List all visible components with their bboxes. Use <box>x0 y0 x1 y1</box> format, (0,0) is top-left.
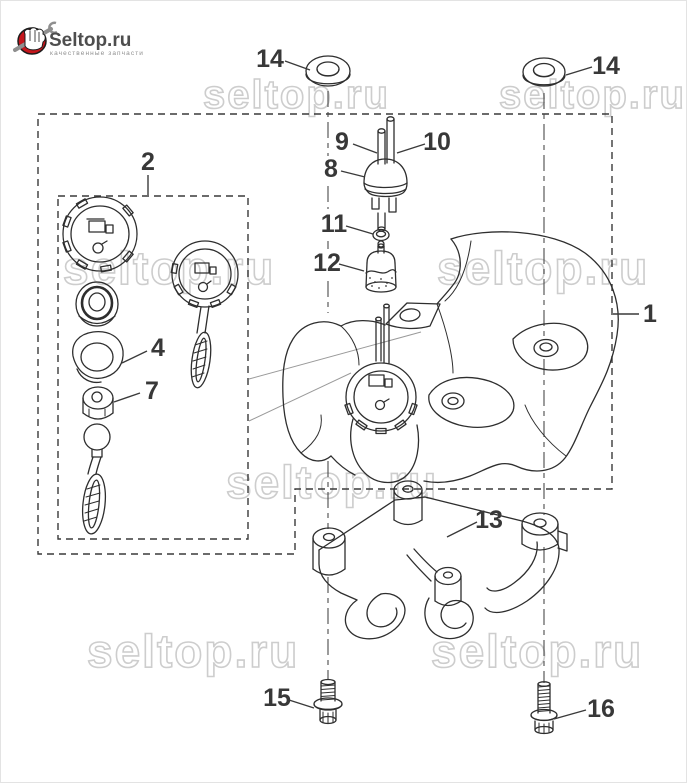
part-washer-left <box>305 55 351 87</box>
callout-label: 16 <box>587 695 615 723</box>
callout-11: 11 <box>321 210 374 238</box>
callout-label: 8 <box>324 155 338 183</box>
part-cap-gasket <box>75 281 119 327</box>
callout-2: 2 <box>141 148 155 195</box>
callout-8: 8 <box>324 155 366 183</box>
part-breather-valve <box>82 386 114 420</box>
part-retainer-clip <box>372 228 390 248</box>
callout-label: 2 <box>141 148 155 176</box>
fist-icon <box>24 27 46 51</box>
callout-13: 13 <box>446 506 503 538</box>
fuel-pump-icon <box>368 374 393 388</box>
callout-label: 14 <box>592 52 620 80</box>
part-fuel-tube-long <box>386 116 395 164</box>
fuel-pump-icon <box>194 262 217 275</box>
part-float-strap <box>81 423 111 535</box>
callout-label: 10 <box>423 128 451 156</box>
cap-group-box-2 <box>57 195 249 540</box>
callout-12: 12 <box>313 249 365 277</box>
part-mounting-bracket <box>312 480 568 640</box>
watermark-text: seltop.ru <box>499 73 686 117</box>
callout-label: 13 <box>475 506 503 534</box>
callout-label: 9 <box>335 128 349 156</box>
logo-tagline: качественные запчасти <box>50 50 144 57</box>
bracket-post-right <box>521 512 568 552</box>
part-cap-on-tank <box>344 303 418 435</box>
callout-label: 12 <box>313 249 341 277</box>
watermark-text: seltop.ru <box>226 456 438 508</box>
part-bolt-short <box>313 678 343 725</box>
callout-label: 15 <box>263 684 291 712</box>
callout-9: 9 <box>335 128 378 156</box>
part-fuel-tank <box>282 231 619 484</box>
watermark-text: seltop.ru <box>431 625 643 677</box>
callout-15: 15 <box>263 684 315 712</box>
part-tank-grommet <box>363 158 408 213</box>
callout-14-right: 14 <box>565 52 620 80</box>
logo-title: Seltop.ru <box>49 30 131 51</box>
part-fuel-cap-top <box>62 196 138 273</box>
primer-icon <box>92 240 108 254</box>
watermark-text: seltop.ru <box>203 73 390 117</box>
callout-label: 11 <box>321 210 348 238</box>
tether-loop <box>190 331 212 389</box>
callout-label: 1 <box>643 300 657 328</box>
part-cap-retainer <box>72 331 124 384</box>
callout-4: 4 <box>121 334 165 364</box>
projection-lines <box>248 331 422 422</box>
logo[interactable]: Seltop.ru качественные запчасти <box>13 21 144 57</box>
primer-icon <box>197 280 212 293</box>
part-fuel-filter <box>365 243 397 293</box>
watermarks: seltop.ru seltop.ru seltop.ru seltop.ru … <box>62 72 686 678</box>
callout-label: 7 <box>145 377 159 405</box>
callout-16: 16 <box>553 695 615 723</box>
assembly-group-box-1 <box>37 113 613 555</box>
part-washer-right <box>522 57 566 87</box>
callout-label: 14 <box>256 45 284 73</box>
part-fuel-cap-tethered <box>170 240 239 389</box>
bracket-post-center <box>434 566 462 607</box>
callout-label: 4 <box>151 334 165 362</box>
watermark-text: seltop.ru <box>87 625 299 677</box>
part-connector-tube <box>377 212 386 232</box>
bracket-post-back <box>393 480 423 526</box>
callout-14-left: 14 <box>256 45 311 73</box>
callout-1: 1 <box>613 300 657 328</box>
primer-icon <box>374 398 390 411</box>
callout-7: 7 <box>113 377 159 405</box>
fuel-pump-icon <box>86 218 114 234</box>
watermark-text: seltop.ru <box>437 242 649 294</box>
callout-10: 10 <box>396 128 451 156</box>
bracket-post-left <box>312 527 346 576</box>
part-bolt-long <box>530 681 558 735</box>
